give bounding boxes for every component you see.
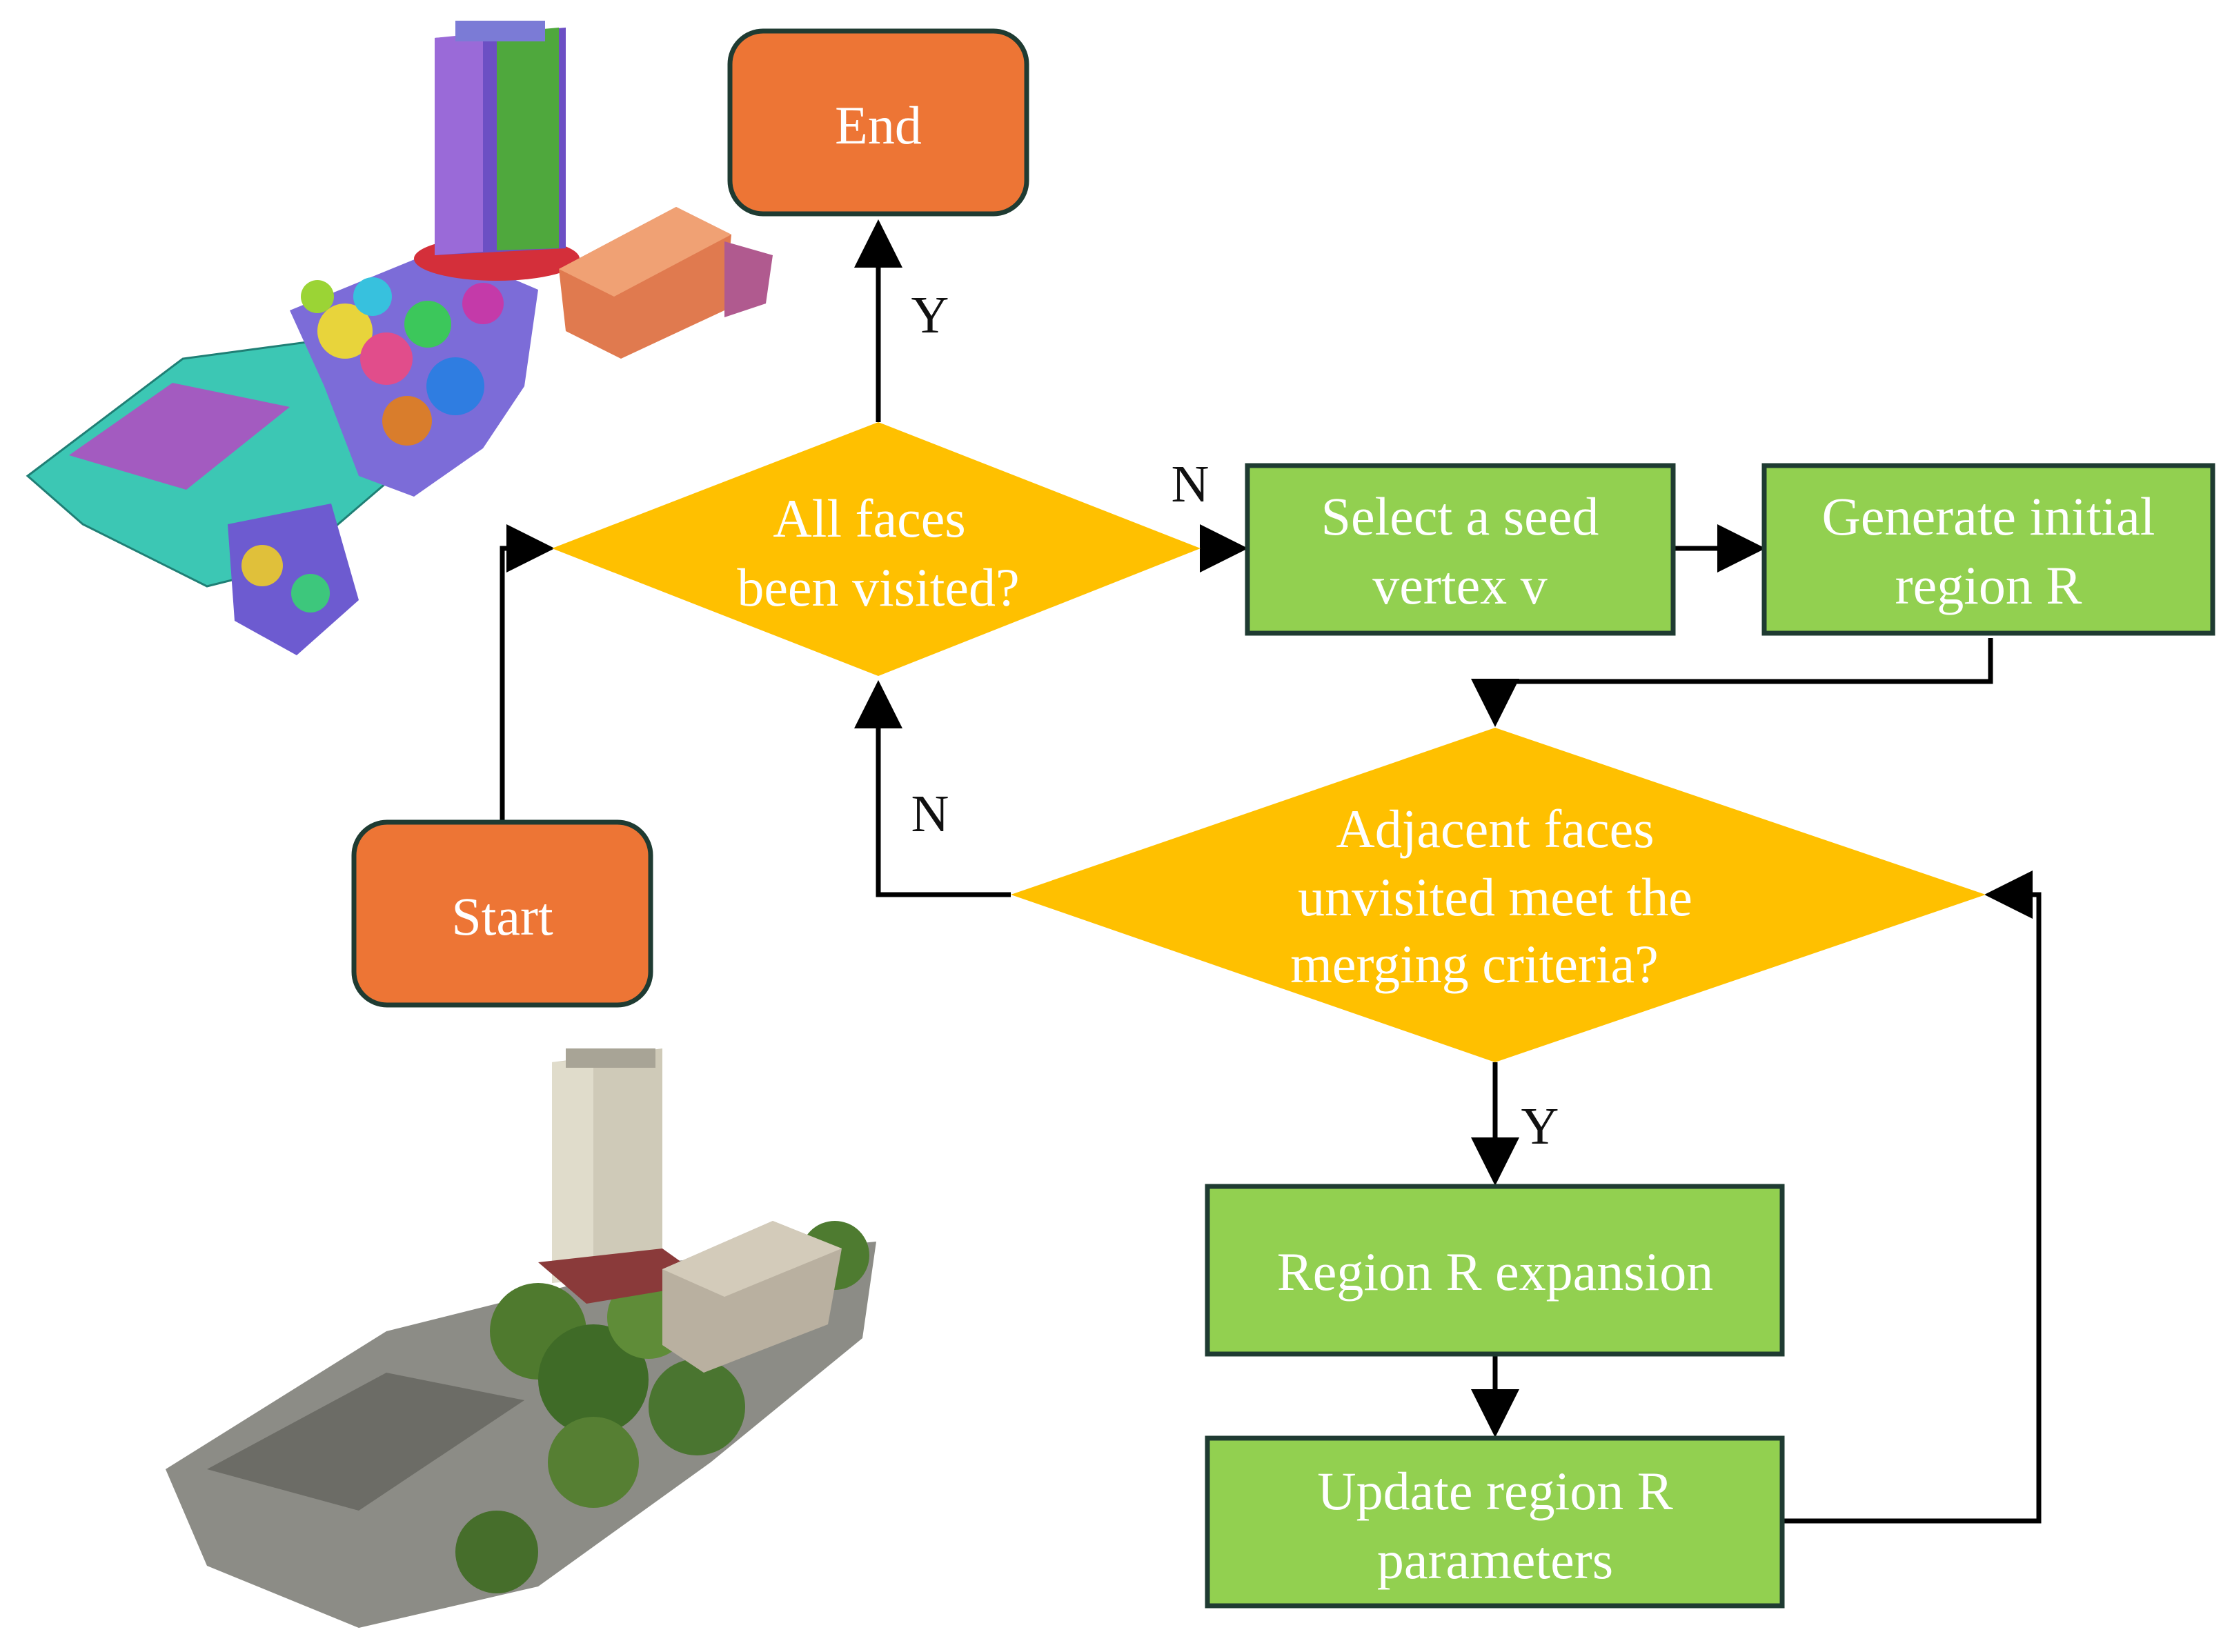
adjacent-line2: unvisited meet the bbox=[1298, 867, 1692, 927]
region-expansion-label: Region R expansion bbox=[1277, 1242, 1714, 1302]
select-seed-process: Select a seed vertex v bbox=[1245, 463, 1676, 636]
edge-label-all-faces-yes: Y bbox=[911, 286, 949, 344]
edge-generate-to-adjacent bbox=[1471, 638, 1993, 727]
segmented-mesh-image bbox=[26, 21, 773, 655]
edge-start-to-decision bbox=[500, 524, 555, 822]
update-region-line2: parameters bbox=[1377, 1530, 1613, 1590]
generate-region-process: Generate initial region R bbox=[1761, 463, 2215, 636]
end-node-label: End bbox=[835, 95, 922, 155]
generate-region-line1: Generate initial bbox=[1822, 486, 2155, 546]
edge-adjacent-to-decision bbox=[854, 680, 1011, 897]
start-node-label: Start bbox=[451, 886, 553, 946]
all-faces-line2: been visited? bbox=[737, 557, 1019, 617]
region-expansion-process: Region R expansion bbox=[1205, 1184, 1785, 1357]
select-seed-line1: Select a seed bbox=[1321, 486, 1599, 546]
all-faces-visited-decision: All faces been visited? bbox=[552, 422, 1201, 676]
generate-region-line2: region R bbox=[1895, 555, 2082, 615]
adjacent-faces-decision: Adjacent faces unvisited meet the mergin… bbox=[1011, 728, 1986, 1062]
edge-label-all-faces-no: N bbox=[1172, 455, 1209, 513]
update-region-line1: Update region R bbox=[1317, 1461, 1673, 1521]
textured-mesh-image bbox=[166, 1048, 876, 1628]
edge-update-to-adjacent bbox=[1784, 870, 2042, 1524]
end-node: End bbox=[727, 28, 1029, 217]
all-faces-line1: All faces bbox=[773, 488, 965, 548]
update-region-process: Update region R parameters bbox=[1205, 1435, 1785, 1609]
start-node: Start bbox=[351, 819, 653, 1008]
select-seed-line2: vertex v bbox=[1372, 555, 1547, 615]
adjacent-line3: merging criteria? bbox=[1290, 934, 1658, 994]
edge-label-adjacent-no: N bbox=[911, 785, 949, 843]
edge-label-adjacent-yes: Y bbox=[1521, 1097, 1559, 1155]
adjacent-line1: Adjacent faces bbox=[1336, 799, 1654, 859]
